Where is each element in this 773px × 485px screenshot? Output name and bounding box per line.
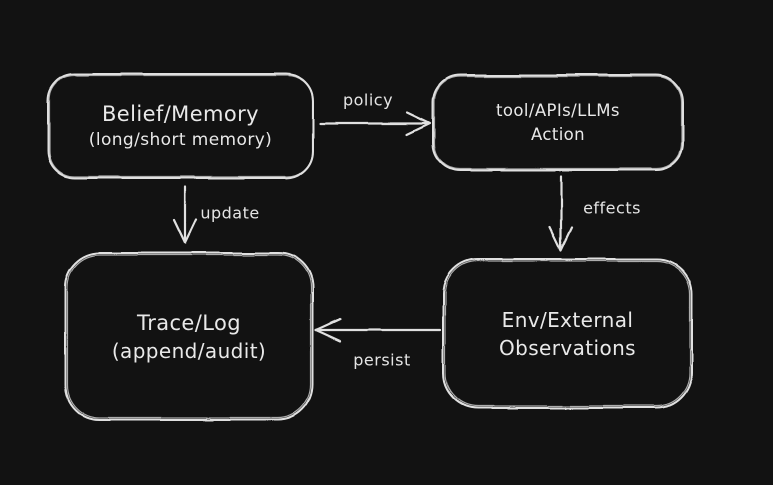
node-box-trace-log	[64, 252, 314, 421]
node-box-action	[432, 74, 684, 171]
arrow-effects	[548, 174, 574, 252]
node-box-belief-memory	[47, 73, 314, 179]
arrow-policy	[318, 110, 432, 136]
node-box-env-observations	[442, 258, 693, 409]
arrow-update	[172, 185, 198, 245]
arrow-persist	[314, 317, 442, 343]
